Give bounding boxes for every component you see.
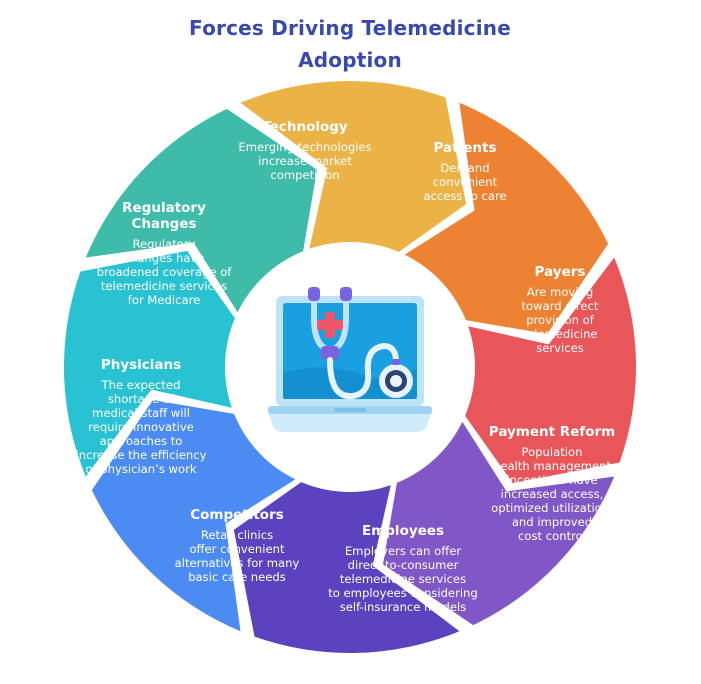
segment-description-line: services: [536, 341, 584, 355]
segment-title: Regulatory: [122, 200, 206, 216]
segment-description-line: broadened coverage of: [97, 265, 233, 279]
segments-layer: [64, 81, 636, 654]
segment-description-line: Regulatory: [133, 237, 196, 251]
segment-title: Competitors: [190, 507, 284, 523]
segment-description-line: toward direct: [522, 299, 599, 313]
segment-description-line: approaches to: [100, 434, 183, 448]
segment-title: Employees: [362, 523, 444, 539]
segment-description-line: require innovative: [88, 420, 194, 434]
segment-description-line: incentives have: [506, 473, 597, 487]
title-line: Forces Driving Telemedicine: [189, 16, 511, 40]
segment-description-line: Retail clinics: [201, 528, 273, 542]
segment-description-line: Emerging technologies: [238, 140, 371, 154]
segment-description-line: optimized utilization,: [491, 501, 613, 515]
segment-description-line: increase the efficiency: [76, 448, 207, 462]
stethoscope-icon: [308, 287, 413, 400]
segment-description-line: Employers can offer: [345, 544, 462, 558]
title-line: Adoption: [298, 48, 402, 72]
segment-patients: [240, 81, 467, 262]
segment-description-line: alternatives for many: [175, 556, 300, 570]
segment-description-line: increase market: [258, 154, 352, 168]
segment-description-line: of physician’s work: [85, 462, 196, 476]
segment-description-line: Demand: [440, 161, 489, 175]
segment-description-line: offer convenient: [189, 542, 285, 556]
segment-description-line: cost control: [518, 529, 586, 543]
segment-description-line: provision of: [526, 313, 595, 327]
segment-description-line: shortage of: [108, 392, 175, 406]
segment-title: Payment Reform: [489, 424, 615, 440]
segment-description-line: changes have: [124, 251, 205, 265]
segment-description-line: telemedicine services: [340, 572, 466, 586]
segment-title: Physicians: [101, 357, 181, 373]
segment-title: Payers: [535, 264, 586, 280]
segment-description-line: access to care: [423, 189, 506, 203]
segment-description-line: convenient: [433, 175, 498, 189]
segment-description-line: increased access,: [501, 487, 604, 501]
segment-description-line: self-insurance models: [340, 600, 467, 614]
diagram-title: Forces Driving Telemedicine Adoption: [150, 12, 550, 76]
segment-payment-reform: [455, 257, 636, 484]
segment-description-line: and improved: [512, 515, 592, 529]
segment-description-line: for Medicare: [128, 293, 200, 307]
segment-description-line: direct-to-consumer: [348, 558, 459, 572]
segment-description-line: basic care needs: [188, 570, 286, 584]
segment-physicians: [91, 400, 307, 632]
segment-description-line: to employees considering: [328, 586, 478, 600]
segment-title: Patients: [434, 140, 497, 156]
segment-payers: [393, 102, 609, 334]
segment-description-line: medical staff will: [92, 406, 190, 420]
segment-description-line: competition: [270, 168, 339, 182]
segment-description-line: telemedicine services: [101, 279, 227, 293]
segment-employees: [383, 410, 615, 626]
segment-technology: [85, 108, 317, 324]
segment-description-line: health management: [493, 459, 612, 473]
segment-description-line: The expected: [101, 378, 181, 392]
medical-cross-icon: [317, 312, 343, 338]
segment-description-line: Are moving: [527, 285, 593, 299]
laptop-icon: [268, 296, 432, 432]
segment-title: Changes: [131, 216, 196, 232]
segment-description-line: Population: [522, 445, 583, 459]
segment-description-line: telemedicine: [522, 327, 597, 341]
segment-title: Technology: [262, 119, 348, 135]
segment-competitors: [233, 472, 460, 654]
segment-regulatory-changes: [64, 250, 245, 477]
